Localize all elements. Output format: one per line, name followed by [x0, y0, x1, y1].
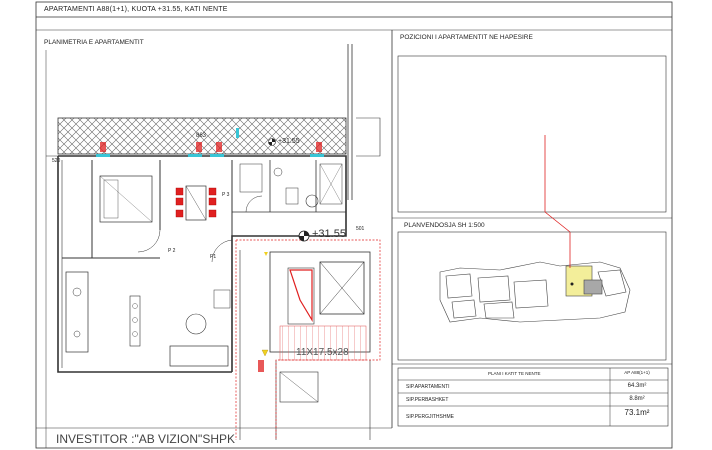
area-row-value: 8.8m²	[629, 396, 645, 402]
table-row: SIP.PERGJITHSHME 73.1m²	[398, 408, 668, 424]
site-plan-frame	[397, 231, 667, 361]
sheet-frame	[35, 1, 673, 449]
common-area-outline	[235, 239, 381, 440]
dining-chairs	[175, 187, 217, 218]
entry-triangle	[261, 349, 269, 357]
site-plan-core	[583, 279, 603, 295]
dining-island	[129, 295, 141, 347]
outer-wall	[57, 155, 347, 373]
sofa	[169, 345, 229, 367]
stair-flight	[279, 325, 367, 361]
table-row: SIP.APARTAMENTI 64.3m²	[398, 381, 668, 393]
dim-right: 501	[356, 226, 365, 232]
area-row-label: SIP.APARTAMENTI	[406, 384, 450, 390]
investor-label: INVESTITOR :"AB VIZION"SHPK	[56, 432, 235, 446]
room-p2-label: P 2	[168, 248, 176, 254]
floor-plan	[45, 44, 381, 448]
area-table-frame	[397, 367, 669, 427]
elevation-label-small: +31.55	[278, 138, 300, 145]
door-arc-bedroom	[137, 229, 161, 253]
elevator-shaft	[319, 261, 365, 315]
area-table-header-value: AP A88(1+1)	[624, 370, 650, 375]
position-red-link	[544, 211, 571, 233]
bed	[99, 175, 153, 223]
site-plan-dot	[570, 282, 574, 286]
elevation-marker-large	[298, 230, 310, 242]
area-table-header-label: PLANI I KATIT TE NENTE	[488, 371, 541, 376]
area-row-value: 73.1m²	[624, 408, 650, 417]
room-p1-label: P1	[210, 254, 217, 260]
kitchen-counter	[65, 271, 89, 353]
floor-plan-title: PLANIMETRIA E APARTAMENTIT	[44, 39, 144, 46]
stair-red-shape	[289, 269, 313, 323]
door-arc-entry	[211, 239, 233, 263]
bedroom-wall	[62, 160, 160, 259]
elevation-marker-small	[268, 138, 276, 146]
site-plan-title: PLANVENDOSJA SH 1:500	[404, 222, 485, 229]
site-plan-buildings	[439, 261, 631, 323]
position-title: POZICIONI I APARTAMENTIT NE HAPESIRE	[400, 34, 533, 41]
room-p3-label: P 3	[222, 192, 230, 198]
sheet-title: APARTAMENTI A88(1+1), KUOTA +31.55, KATI…	[44, 6, 228, 13]
elevation-label: +31.55	[312, 228, 346, 240]
area-table-header: PLANI I KATIT TE NENTE AP A88(1+1)	[398, 368, 668, 380]
window-markers	[96, 128, 324, 372]
stair-size-label: 11X17.5x28	[296, 347, 349, 358]
coffee-table	[185, 313, 207, 335]
area-row-label: SIP.PERBASHKET	[406, 397, 449, 403]
position-view-frame	[397, 55, 667, 213]
table-row: SIP.PERBASHKET 8.8m²	[398, 394, 668, 406]
area-row-value: 64.3m²	[627, 383, 647, 389]
area-row-label: SIP.PERGJITHSHME	[406, 414, 454, 420]
dim-top: 863	[196, 133, 207, 139]
dim-left: 520	[52, 158, 61, 164]
